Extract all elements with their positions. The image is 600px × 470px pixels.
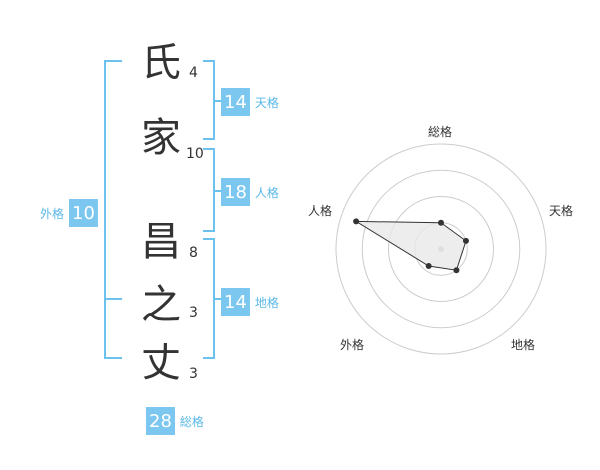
stroke-count-4: 3	[189, 305, 198, 321]
soukaku-value: 28	[146, 407, 175, 435]
radar-point-2	[462, 237, 469, 244]
tenkaku-connector	[215, 100, 221, 102]
jinkaku-connector	[215, 190, 221, 192]
soukaku-label: 総格	[179, 414, 204, 429]
chikaku-bracket	[203, 238, 215, 359]
radar-label-jinkaku: 人格	[308, 204, 333, 218]
radar-label-gaikaku: 外格	[340, 338, 365, 352]
radar-area	[354, 220, 467, 271]
chikaku-connector	[215, 298, 221, 300]
radar-ring	[388, 196, 494, 302]
chikaku-label: 地格	[254, 295, 279, 310]
jinkaku-badge: 18 人格	[221, 178, 279, 206]
radar-point-4	[425, 262, 432, 269]
radar-label-soukaku: 総格	[428, 125, 453, 139]
char-1: 氏	[141, 40, 181, 86]
radar-label-chikaku: 地格	[511, 338, 536, 352]
outer-bracket	[104, 60, 122, 359]
chikaku-badge: 14 地格	[221, 288, 279, 316]
tenkaku-value: 14	[221, 88, 250, 116]
stroke-count-2: 10	[186, 146, 204, 162]
radar-point-3	[453, 267, 460, 274]
gaikaku-value: 10	[69, 199, 98, 227]
char-3: 昌	[141, 219, 181, 265]
stroke-count-5: 3	[189, 366, 198, 382]
tenkaku-label: 天格	[254, 95, 279, 110]
gaikaku-label: 外格	[40, 206, 65, 221]
jinkaku-value: 18	[221, 178, 250, 206]
radar-ring	[361, 169, 521, 329]
chikaku-value: 14	[221, 288, 250, 316]
stroke-count-1: 4	[189, 65, 198, 81]
radar-point-5	[353, 218, 360, 225]
char-2: 家	[141, 115, 181, 161]
char-4: 之	[141, 282, 181, 328]
char-5: 丈	[141, 340, 181, 386]
radar-label-tenkaku: 天格	[549, 204, 574, 218]
jinkaku-label: 人格	[254, 185, 279, 200]
jinkaku-bracket	[203, 148, 215, 232]
stroke-count-3: 8	[189, 245, 198, 261]
tenkaku-bracket	[203, 60, 215, 140]
radar-ring	[335, 143, 547, 355]
gaikaku-badge: 10 外格	[40, 199, 98, 227]
tenkaku-badge: 14 天格	[221, 88, 279, 116]
radar-point-1	[438, 219, 444, 226]
soukaku-badge: 28 総格	[146, 407, 204, 435]
outer-bracket-mid-tick	[104, 298, 122, 300]
